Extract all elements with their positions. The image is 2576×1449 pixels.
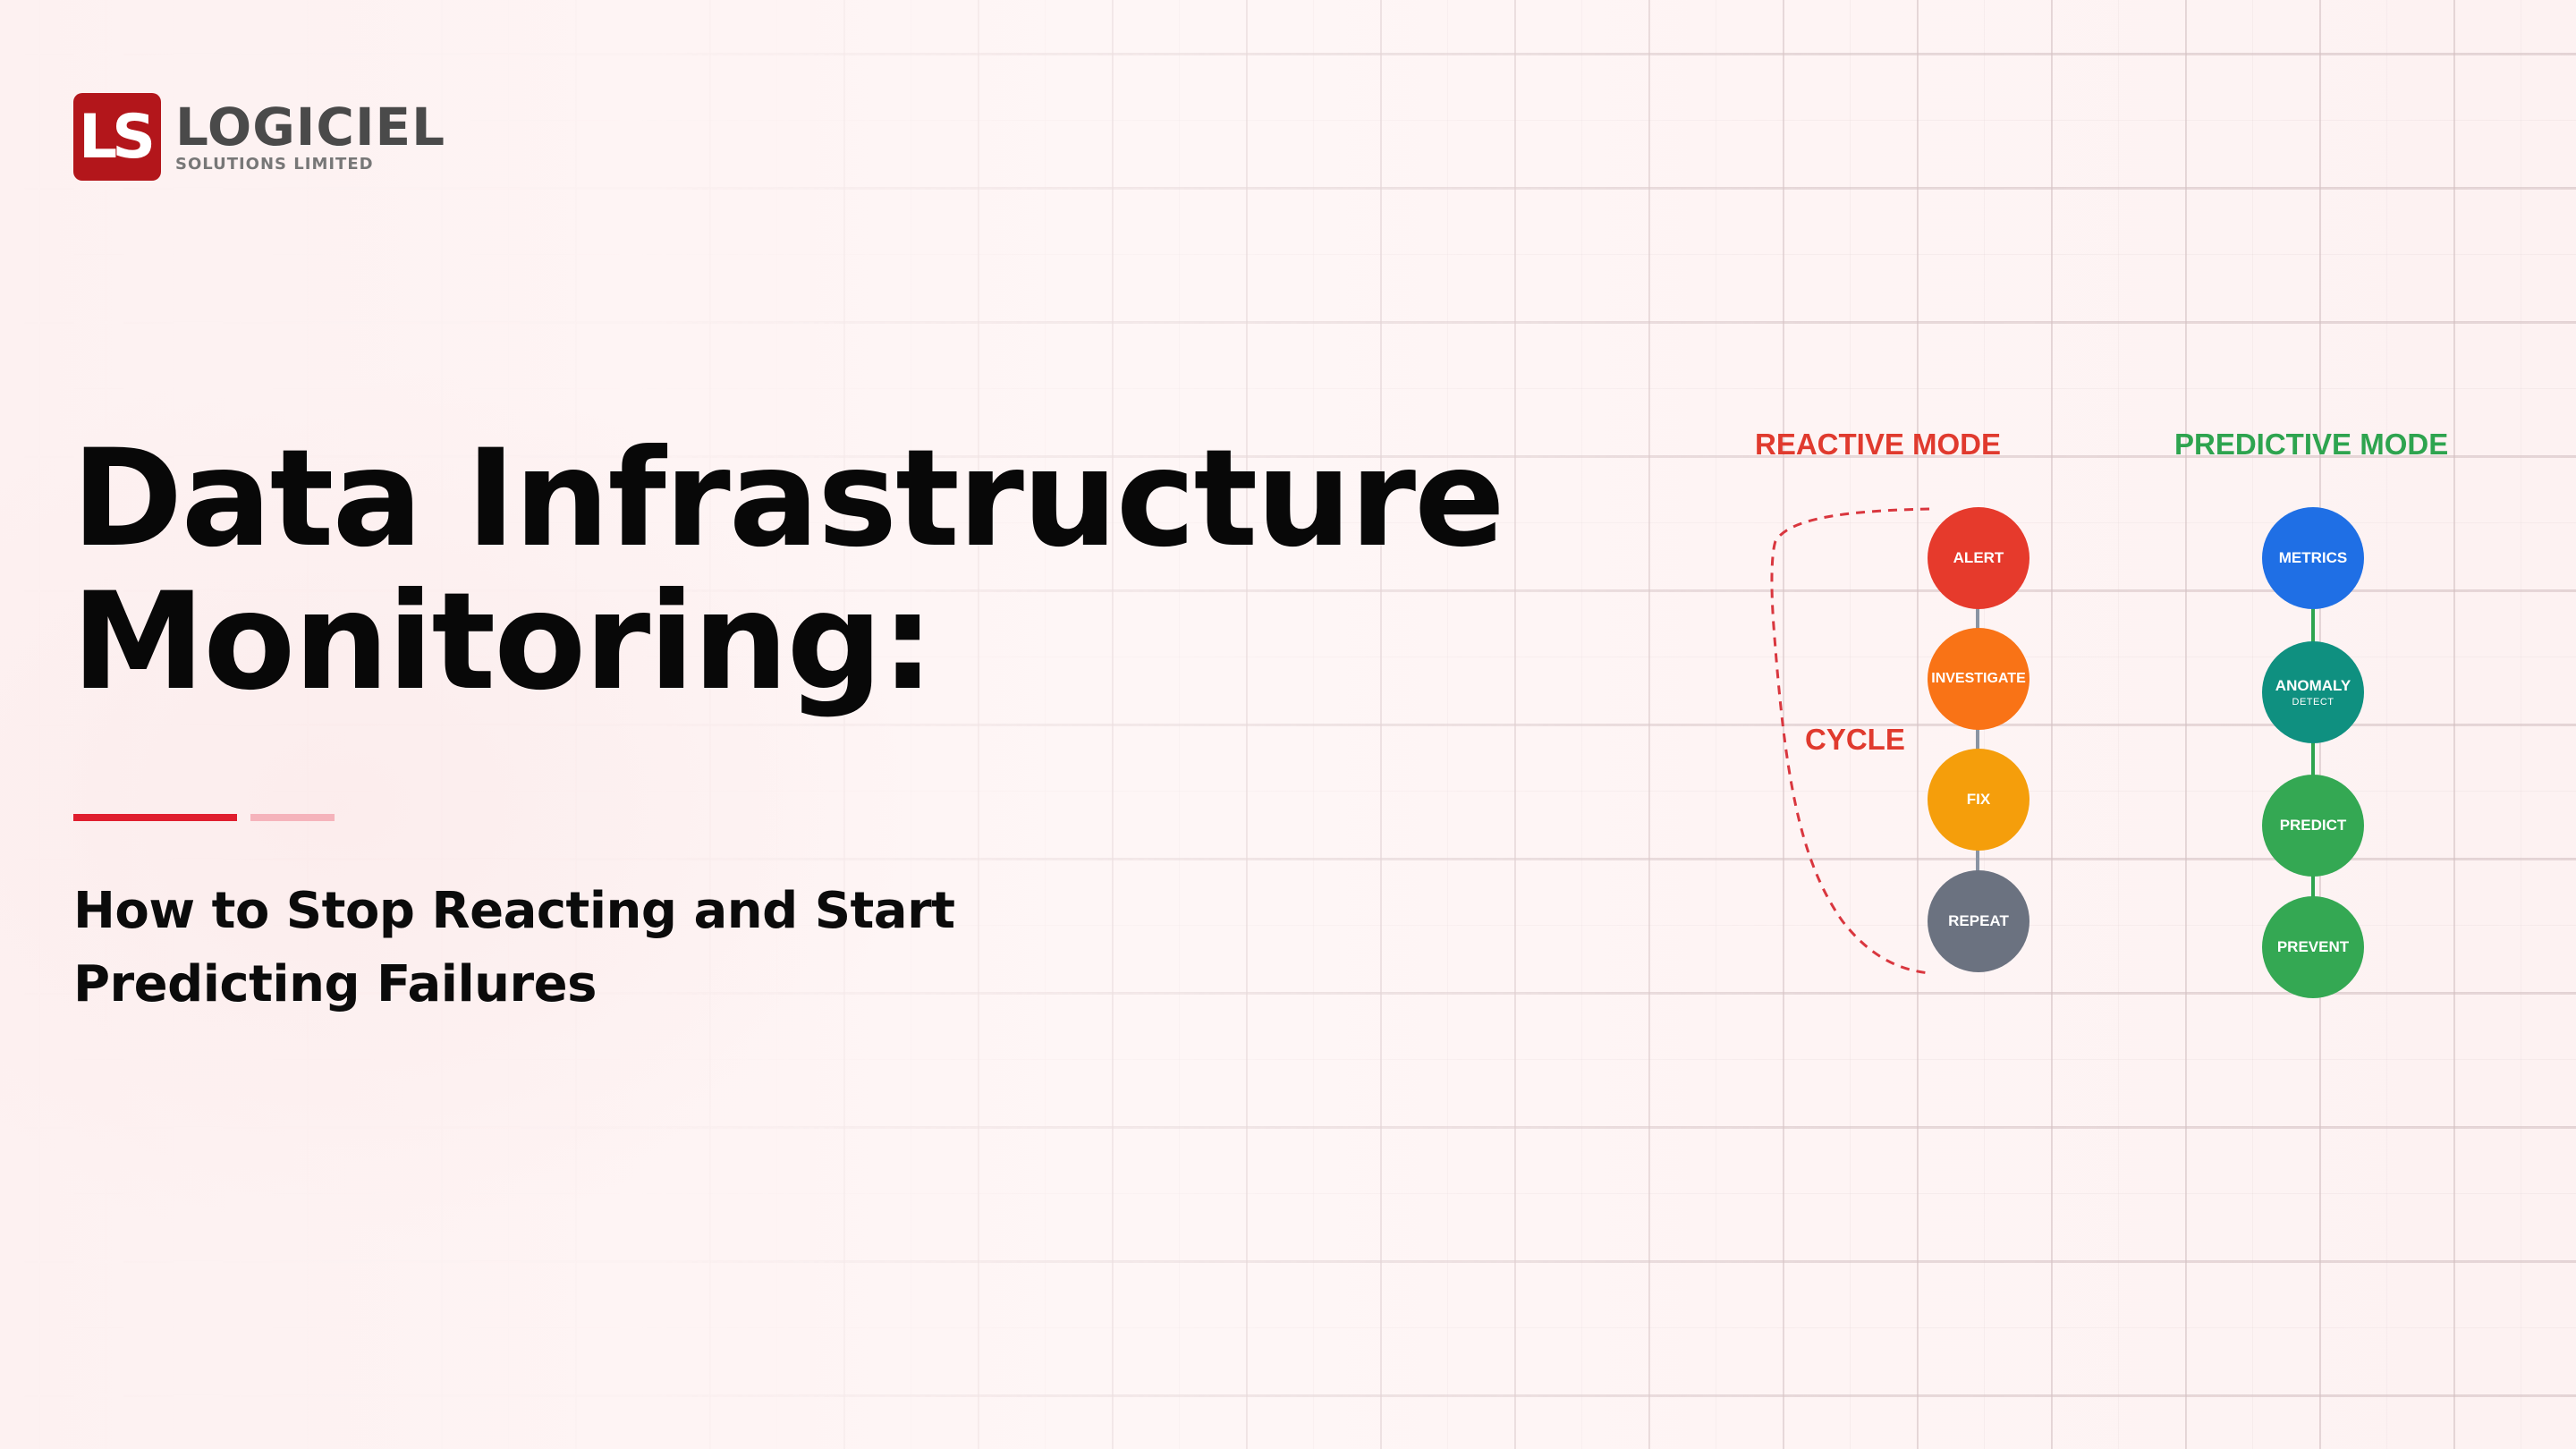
node-prevent: PREVENT — [2262, 896, 2364, 998]
node-repeat-label: REPEAT — [1948, 912, 2009, 929]
predictive-connector — [2311, 608, 2315, 930]
accent-bar-primary — [73, 814, 237, 821]
subtitle-line-1: How to Stop Reacting and Start — [73, 882, 955, 940]
reactive-mode-label: REACTIVE MODE — [1755, 428, 2002, 461]
node-repeat: REPEAT — [1928, 870, 2029, 972]
node-prevent-label: PREVENT — [2276, 938, 2350, 955]
accent-bar-secondary — [250, 814, 335, 821]
node-fix-label: FIX — [1966, 791, 1991, 808]
company-logo: LS LOGICIEL SOLUTIONS LIMITED — [73, 93, 445, 181]
node-fix: FIX — [1928, 749, 2029, 851]
predictive-mode-label: PREDICTIVE MODE — [2174, 428, 2449, 461]
node-anomaly: ANOMALY DETECT — [2262, 641, 2364, 743]
subtitle-line-2: Predicting Failures — [73, 955, 597, 1013]
node-metrics: METRICS — [2262, 507, 2364, 609]
node-alert-label: ALERT — [1953, 549, 2004, 566]
node-investigate-label: INVESTIGATE — [1931, 671, 2026, 686]
logo-mark-icon: LS — [73, 93, 161, 181]
title-line-1: Data Infrastructure — [72, 421, 1505, 577]
node-investigate: INVESTIGATE — [1928, 628, 2029, 730]
page-subtitle: How to Stop Reacting and Start Predictin… — [73, 875, 955, 1021]
page-title: Data Infrastructure Monitoring: — [72, 428, 1505, 714]
node-metrics-label: METRICS — [2278, 549, 2348, 566]
logo-name: LOGICIEL — [175, 96, 446, 157]
logo-tagline: SOLUTIONS LIMITED — [175, 154, 374, 174]
node-anomaly-label: ANOMALY — [2275, 677, 2351, 694]
title-line-2: Monitoring: — [72, 564, 935, 720]
node-predict-label: PREDICT — [2279, 817, 2347, 834]
node-anomaly-sublabel: DETECT — [2292, 697, 2334, 708]
node-alert: ALERT — [1928, 507, 2029, 609]
logo-text: LOGICIEL SOLUTIONS LIMITED — [175, 101, 445, 174]
node-predict: PREDICT — [2262, 775, 2364, 877]
cycle-label: CYCLE — [1805, 723, 1905, 756]
